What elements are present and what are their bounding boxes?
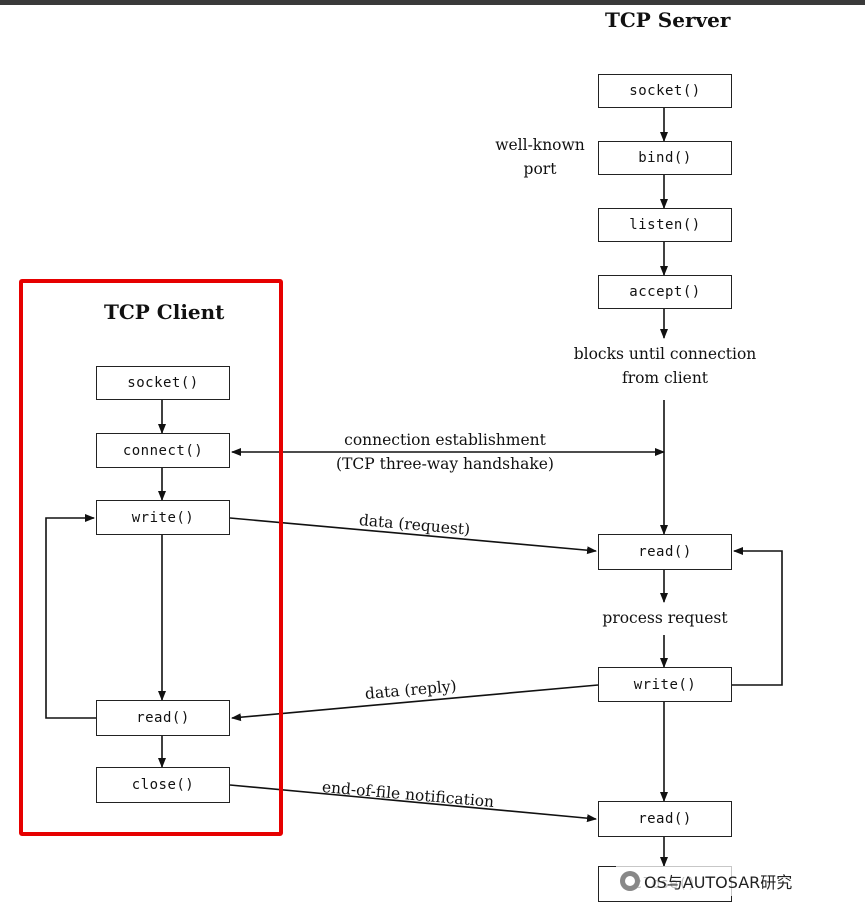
loop-server-write-read xyxy=(732,547,783,686)
client-read-box: read() xyxy=(96,700,230,736)
window-top-bar xyxy=(0,0,865,5)
blocks-until-connection-label: blocks until connection from client xyxy=(555,342,775,390)
arrow-eof xyxy=(229,784,597,823)
well-known-text: well-known xyxy=(495,136,585,154)
blocks-until-line2: from client xyxy=(621,369,709,387)
server-socket-box: socket() xyxy=(598,74,732,108)
client-connect-box: connect() xyxy=(96,433,230,468)
client-title: TCP Client xyxy=(104,300,225,324)
connection-line1: connection establishment xyxy=(344,431,546,449)
server-read2-box: read() xyxy=(598,801,732,837)
blocks-until-line1: blocks until connection xyxy=(573,345,757,363)
server-read-box: read() xyxy=(598,534,732,570)
client-write-box: write() xyxy=(96,500,230,535)
process-request-label: process request xyxy=(602,609,728,627)
wechat-logo-icon xyxy=(620,871,640,891)
arrow-data-request xyxy=(229,517,597,555)
server-bind-box: bind() xyxy=(598,141,732,175)
arrow-data-reply xyxy=(231,684,599,722)
watermark-text: OS与AUTOSAR研究 xyxy=(644,873,793,892)
client-socket-box: socket() xyxy=(96,366,230,400)
client-close-box: close() xyxy=(96,767,230,803)
server-title: TCP Server xyxy=(605,8,731,32)
loop-client-read-write xyxy=(45,514,96,719)
connection-establishment-label: connection establishment (TCP three-way … xyxy=(310,428,580,476)
server-write-box: write() xyxy=(598,667,732,702)
client-highlight-frame xyxy=(19,279,283,836)
server-accept-box: accept() xyxy=(598,275,732,309)
connection-line2: (TCP three-way handshake) xyxy=(336,455,554,473)
port-text: port xyxy=(523,160,557,178)
well-known-port-label: well-known port xyxy=(480,133,600,181)
server-listen-box: listen() xyxy=(598,208,732,242)
watermark: OS与AUTOSAR研究 xyxy=(616,866,797,896)
